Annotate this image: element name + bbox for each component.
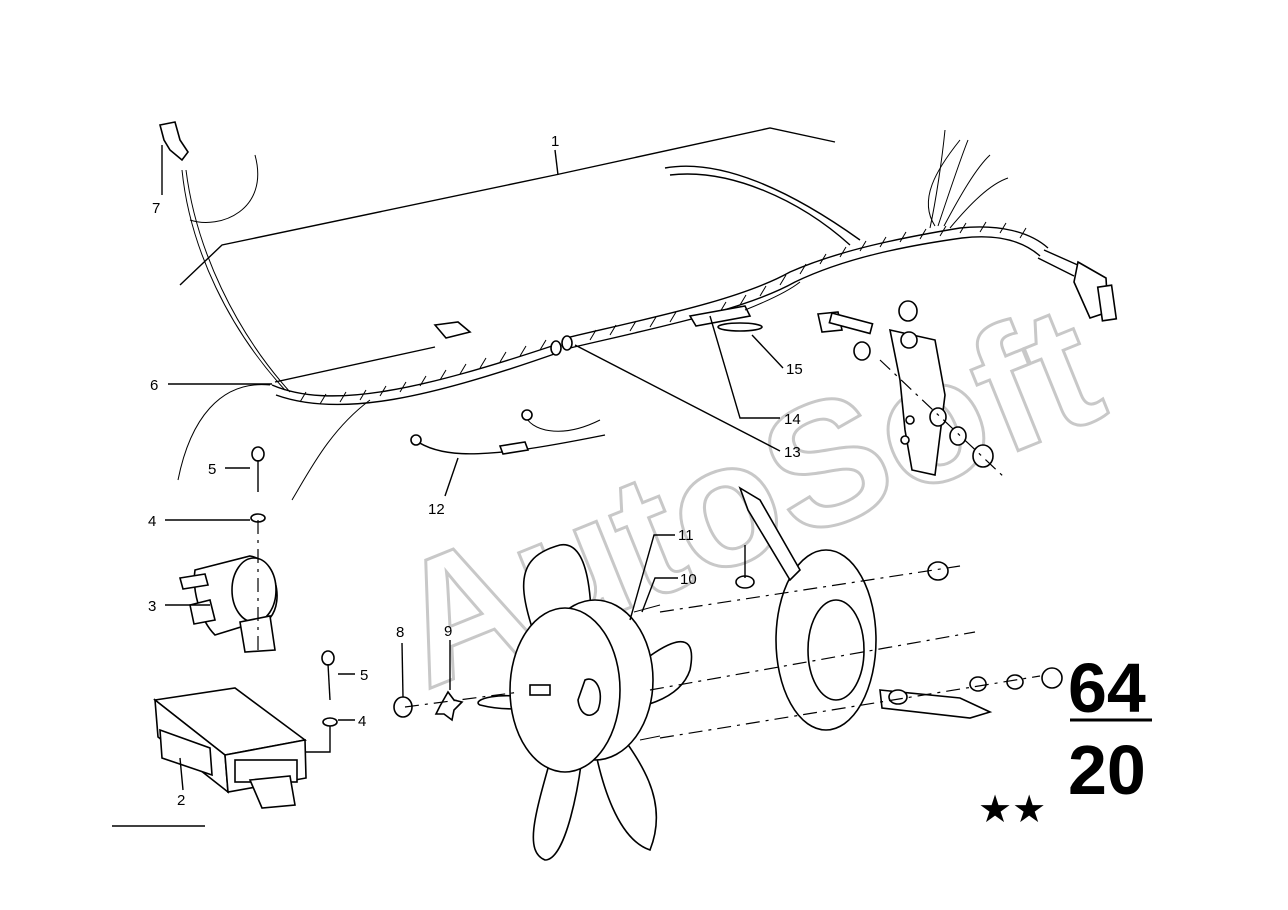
part-2-control-unit [153, 687, 331, 809]
part-7-connector [159, 121, 189, 195]
label-2: 2 [177, 792, 185, 809]
group-number-bottom: 20 [1068, 731, 1146, 809]
group-number: 64 20 ★★ [978, 649, 1152, 831]
label-6: 6 [150, 377, 158, 394]
callout-1 [179, 127, 836, 286]
label-5-lower: 5 [360, 667, 368, 684]
label-1: 1 [551, 133, 559, 150]
label-10: 10 [680, 571, 697, 588]
label-7: 7 [152, 200, 160, 217]
part-3-relay [178, 555, 278, 653]
label-4-upper: 4 [148, 513, 156, 530]
label-9: 9 [444, 623, 452, 640]
label-13: 13 [784, 444, 801, 461]
part-12-cable [410, 409, 606, 455]
callout-leaders [165, 315, 784, 791]
wiring-harness [177, 129, 1118, 501]
label-3: 3 [148, 598, 156, 615]
label-11: 11 [678, 527, 694, 544]
part-labels: 1 2 3 4 4 5 5 6 7 8 9 10 11 12 13 14 15 [148, 133, 803, 809]
label-15: 15 [786, 361, 803, 378]
group-number-top: 64 [1068, 649, 1146, 727]
label-12: 12 [428, 501, 445, 518]
label-5-upper: 5 [208, 461, 216, 478]
label-8: 8 [396, 624, 404, 641]
bracket-assembly [817, 300, 1006, 479]
label-14: 14 [784, 411, 801, 428]
fan-assembly [393, 486, 1063, 861]
label-4-lower: 4 [358, 713, 366, 730]
fasteners-4-5 [250, 446, 338, 727]
stars-mark: ★★ [978, 787, 1046, 831]
